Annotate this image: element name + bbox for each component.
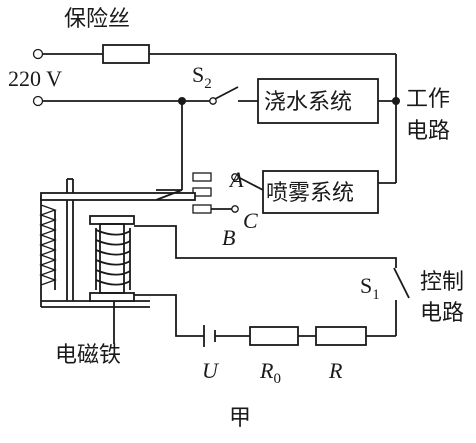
- switch-s1: [393, 267, 410, 299]
- working-circuit-label-line2: 电路: [406, 119, 450, 144]
- relay-armature: [40, 189, 196, 201]
- control-circuit-wire: [134, 225, 397, 337]
- contact-c-label: C: [243, 208, 258, 233]
- watering-system-label: 浇水系统: [264, 90, 352, 115]
- working-circuit-label-line1: 工作: [406, 87, 450, 112]
- resistor-r0-label: R0: [259, 358, 281, 387]
- switch-s1-letter: S: [360, 273, 372, 298]
- spray-system-box: [262, 170, 379, 214]
- switch-s2-sub: 2: [204, 76, 212, 92]
- resistor-r-label: R: [328, 358, 343, 383]
- resistor-r0-sub: 0: [273, 371, 281, 387]
- relay-contacts: [192, 172, 264, 214]
- electromagnet-coil: [89, 215, 135, 302]
- control-circuit-label-line1: 控制: [420, 270, 464, 295]
- electromagnet-label: 电磁铁: [55, 343, 121, 368]
- control-circuit-label-line2: 电路: [420, 301, 464, 326]
- voltage-label: 220 V: [8, 66, 62, 91]
- fuse-label: 保险丝: [64, 7, 130, 32]
- battery-label: U: [202, 358, 220, 383]
- watering-system-box: [257, 78, 379, 124]
- resistor-r0: [249, 326, 299, 346]
- resistor-r: [315, 326, 367, 346]
- figure-caption: 甲: [229, 406, 251, 431]
- spray-system-label: 喷雾系统: [266, 181, 354, 206]
- neutral-wire: [42, 97, 210, 191]
- switch-s1-sub: 1: [372, 287, 380, 303]
- resistor-r0-letter: R: [259, 358, 274, 383]
- contact-b-label: B: [222, 225, 235, 250]
- relay-spring: [39, 196, 57, 301]
- switch-s1-label: S1: [360, 273, 380, 303]
- contact-a-label: A: [228, 167, 244, 192]
- battery: [203, 325, 216, 347]
- switch-s2-letter: S: [192, 62, 204, 87]
- switch-s2-label: S2: [192, 62, 212, 92]
- live-wire: [42, 53, 400, 184]
- switch-s2: [209, 86, 258, 105]
- fuse: [102, 44, 150, 64]
